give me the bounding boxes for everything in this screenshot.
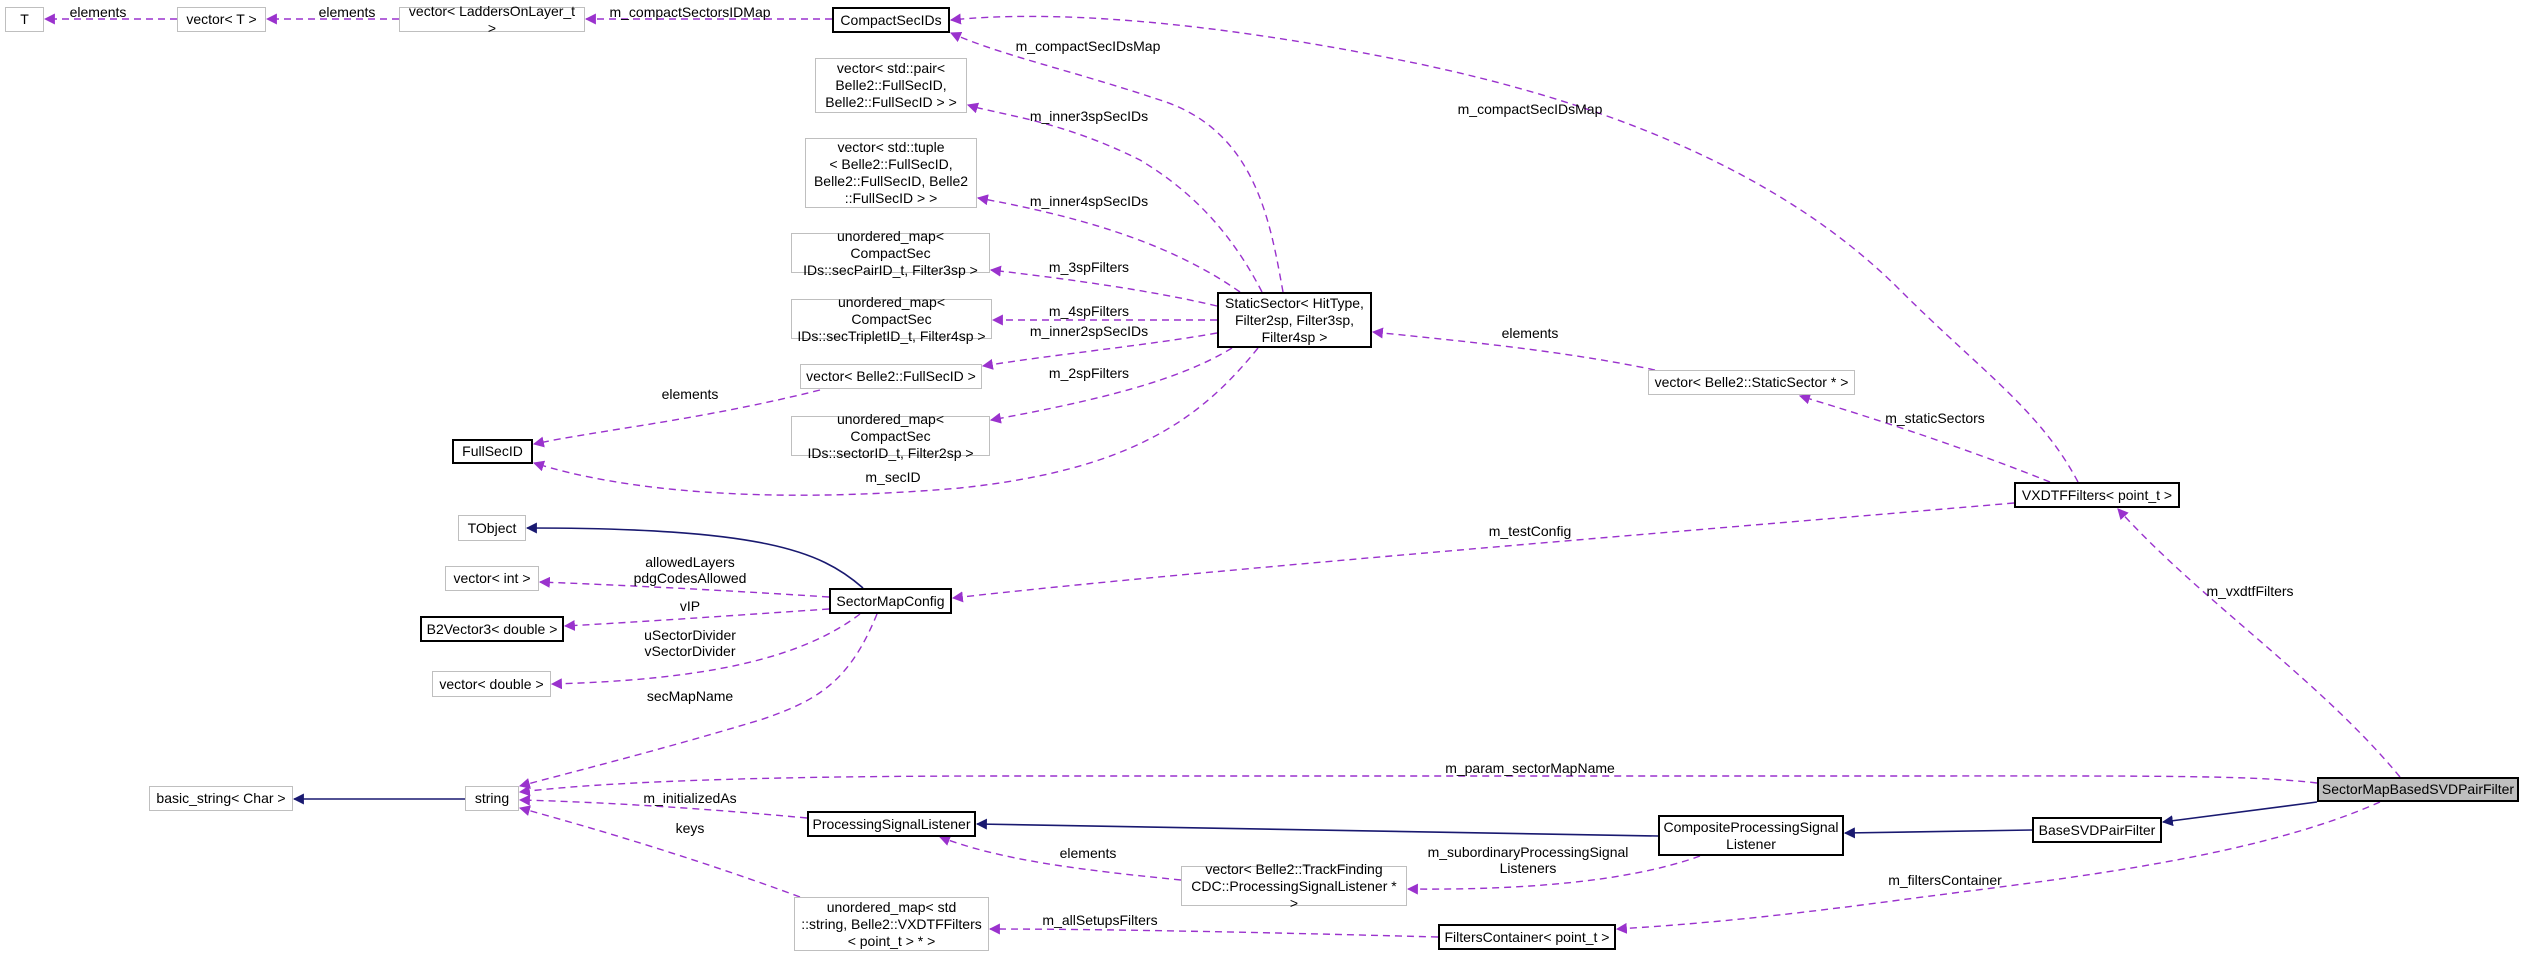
node-compact-sec-ids[interactable]: CompactSecIDs bbox=[832, 7, 950, 33]
edge-sector-map-config-to-string bbox=[518, 613, 878, 789]
node-vector-double[interactable]: vector< double > bbox=[432, 671, 551, 697]
node-string[interactable]: string bbox=[465, 786, 519, 811]
edge-sector-map-based-to-filters-container bbox=[1615, 801, 2381, 934]
edge-label: m_2spFilters bbox=[1048, 365, 1130, 381]
node-map-string-vxdtf[interactable]: unordered_map< std ::string, Belle2::VXD… bbox=[794, 897, 989, 951]
node-map-sector-id[interactable]: unordered_map< CompactSec IDs::sectorID_… bbox=[791, 411, 990, 461]
edge-label: m_inner2spSecIDs bbox=[1029, 323, 1149, 339]
edge-label: uSectorDivider vSectorDivider bbox=[644, 627, 736, 659]
edge-label: m_3spFilters bbox=[1048, 259, 1130, 275]
edge-label: elements bbox=[1501, 325, 1559, 341]
node-t[interactable]: T bbox=[5, 7, 44, 32]
edge-static-sector-to-tuple bbox=[976, 194, 1241, 293]
edge-label: m_compactSectorsIDMap bbox=[609, 4, 771, 20]
edge-composite-to-listener bbox=[975, 818, 1659, 837]
edge-static-sector-to-pair bbox=[966, 102, 1263, 293]
edge-vxdtf-to-sector-map-config bbox=[951, 502, 2015, 603]
node-vector-ladders-on-layer[interactable]: vector< LaddersOnLayer_t > bbox=[399, 3, 585, 36]
edge-label: secMapName bbox=[646, 688, 734, 704]
edge-label: m_subordinaryProcessingSignal Listeners bbox=[1427, 844, 1629, 876]
edge-label: m_inner4spSecIDs bbox=[1029, 193, 1149, 209]
edge-label: m_initializedAs bbox=[643, 790, 737, 806]
node-map-sec-pair[interactable]: unordered_map< CompactSec IDs::secPairID… bbox=[791, 228, 990, 278]
edge-label: m_inner3spSecIDs bbox=[1029, 108, 1149, 124]
edge-label: m_4spFilters bbox=[1048, 303, 1130, 319]
edge-label: m_secID bbox=[865, 469, 921, 485]
edge-sector-map-based-to-base bbox=[2161, 801, 2318, 827]
node-sector-map-config[interactable]: SectorMapConfig bbox=[829, 588, 952, 614]
edge-static-sector-to-3sp bbox=[989, 265, 1218, 307]
edge-sector-map-config-to-vector-double bbox=[550, 613, 861, 690]
edge-label: elements bbox=[661, 386, 719, 402]
edge-label: keys bbox=[675, 820, 705, 836]
edge-label: m_allSetupsFilters bbox=[1042, 912, 1158, 928]
node-vector-cdc-listener[interactable]: vector< Belle2::TrackFinding CDC::Proces… bbox=[1181, 861, 1407, 911]
edge-sector-map-config-to-vector-int bbox=[538, 576, 830, 598]
edge-label: m_param_sectorMapName bbox=[1445, 760, 1615, 776]
edge-composite-to-vector-cdc bbox=[1406, 855, 1701, 895]
edge-label: vIP bbox=[679, 598, 701, 614]
edge-vector-cdc-to-listener bbox=[938, 835, 1182, 881]
edge-label: allowedLayers pdgCodesAllowed bbox=[633, 554, 747, 586]
node-tobject[interactable]: TObject bbox=[458, 515, 526, 541]
node-map-sec-triplet[interactable]: unordered_map< CompactSec IDs::secTriple… bbox=[791, 294, 992, 344]
node-vector-t[interactable]: vector< T > bbox=[177, 7, 266, 32]
edge-static-sector-to-compact bbox=[949, 32, 1284, 293]
edge-listener-to-string bbox=[518, 794, 808, 819]
node-vector-pair[interactable]: vector< std::pair< Belle2::FullSecID, Be… bbox=[815, 58, 967, 113]
edge-vector-static-sector-to-static-sector bbox=[1371, 327, 1656, 371]
edge-label: m_compactSecIDsMap bbox=[1457, 101, 1603, 117]
edge-vxdtf-to-compact bbox=[949, 13, 2079, 483]
edge-map-string-to-string bbox=[518, 805, 801, 898]
node-full-sec-id[interactable]: FullSecID bbox=[452, 439, 533, 464]
node-vxdtf-filters[interactable]: VXDTFFilters< point_t > bbox=[2014, 482, 2180, 508]
node-b2vector3[interactable]: B2Vector3< double > bbox=[420, 616, 564, 642]
edge-label: m_vxdtfFilters bbox=[2206, 583, 2294, 599]
edge-sector-map-based-to-vxdtf bbox=[2117, 508, 2401, 778]
edge-sector-map-based-to-string bbox=[518, 775, 2318, 797]
edge-static-sector-to-full-sec-id bbox=[532, 347, 1259, 496]
node-static-sector[interactable]: StaticSector< HitType, Filter2sp, Filter… bbox=[1217, 292, 1372, 348]
edge-filters-container-to-map-string bbox=[988, 923, 1439, 938]
edge-label: m_staticSectors bbox=[1885, 410, 1985, 426]
node-composite-processing-signal-listener[interactable]: CompositeProcessingSignal Listener bbox=[1658, 815, 1844, 856]
node-sector-map-based-svd-pair-filter: SectorMapBasedSVDPairFilter bbox=[2317, 777, 2519, 802]
node-basic-string[interactable]: basic_string< Char > bbox=[149, 786, 293, 811]
edge-sector-map-config-to-tobject bbox=[525, 522, 864, 589]
edge-static-sector-to-inner2sp bbox=[981, 332, 1218, 370]
edge-label: m_filtersContainer bbox=[1888, 872, 2002, 888]
node-filters-container[interactable]: FiltersContainer< point_t > bbox=[1438, 924, 1616, 950]
edge-vxdtf-to-vector-static-sector bbox=[1798, 393, 2051, 483]
edge-label: m_compactSecIDsMap bbox=[1015, 38, 1161, 54]
edge-sector-map-config-to-b2vector3 bbox=[563, 608, 830, 631]
node-vector-int[interactable]: vector< int > bbox=[445, 566, 539, 591]
node-vector-tuple[interactable]: vector< std::tuple < Belle2::FullSecID, … bbox=[805, 138, 977, 208]
edge-base-to-composite bbox=[1843, 827, 2033, 839]
node-vector-full-sec-id[interactable]: vector< Belle2::FullSecID > bbox=[800, 364, 982, 389]
edge-label: elements bbox=[318, 4, 376, 20]
edge-label: elements bbox=[1059, 845, 1117, 861]
edge-label: elements bbox=[69, 4, 127, 20]
node-vector-static-sector[interactable]: vector< Belle2::StaticSector * > bbox=[1648, 370, 1855, 395]
edge-label: m_testConfig bbox=[1488, 523, 1572, 539]
node-base-svd-pair-filter[interactable]: BaseSVDPairFilter bbox=[2032, 817, 2162, 843]
node-processing-signal-listener[interactable]: ProcessingSignalListener bbox=[807, 811, 976, 837]
